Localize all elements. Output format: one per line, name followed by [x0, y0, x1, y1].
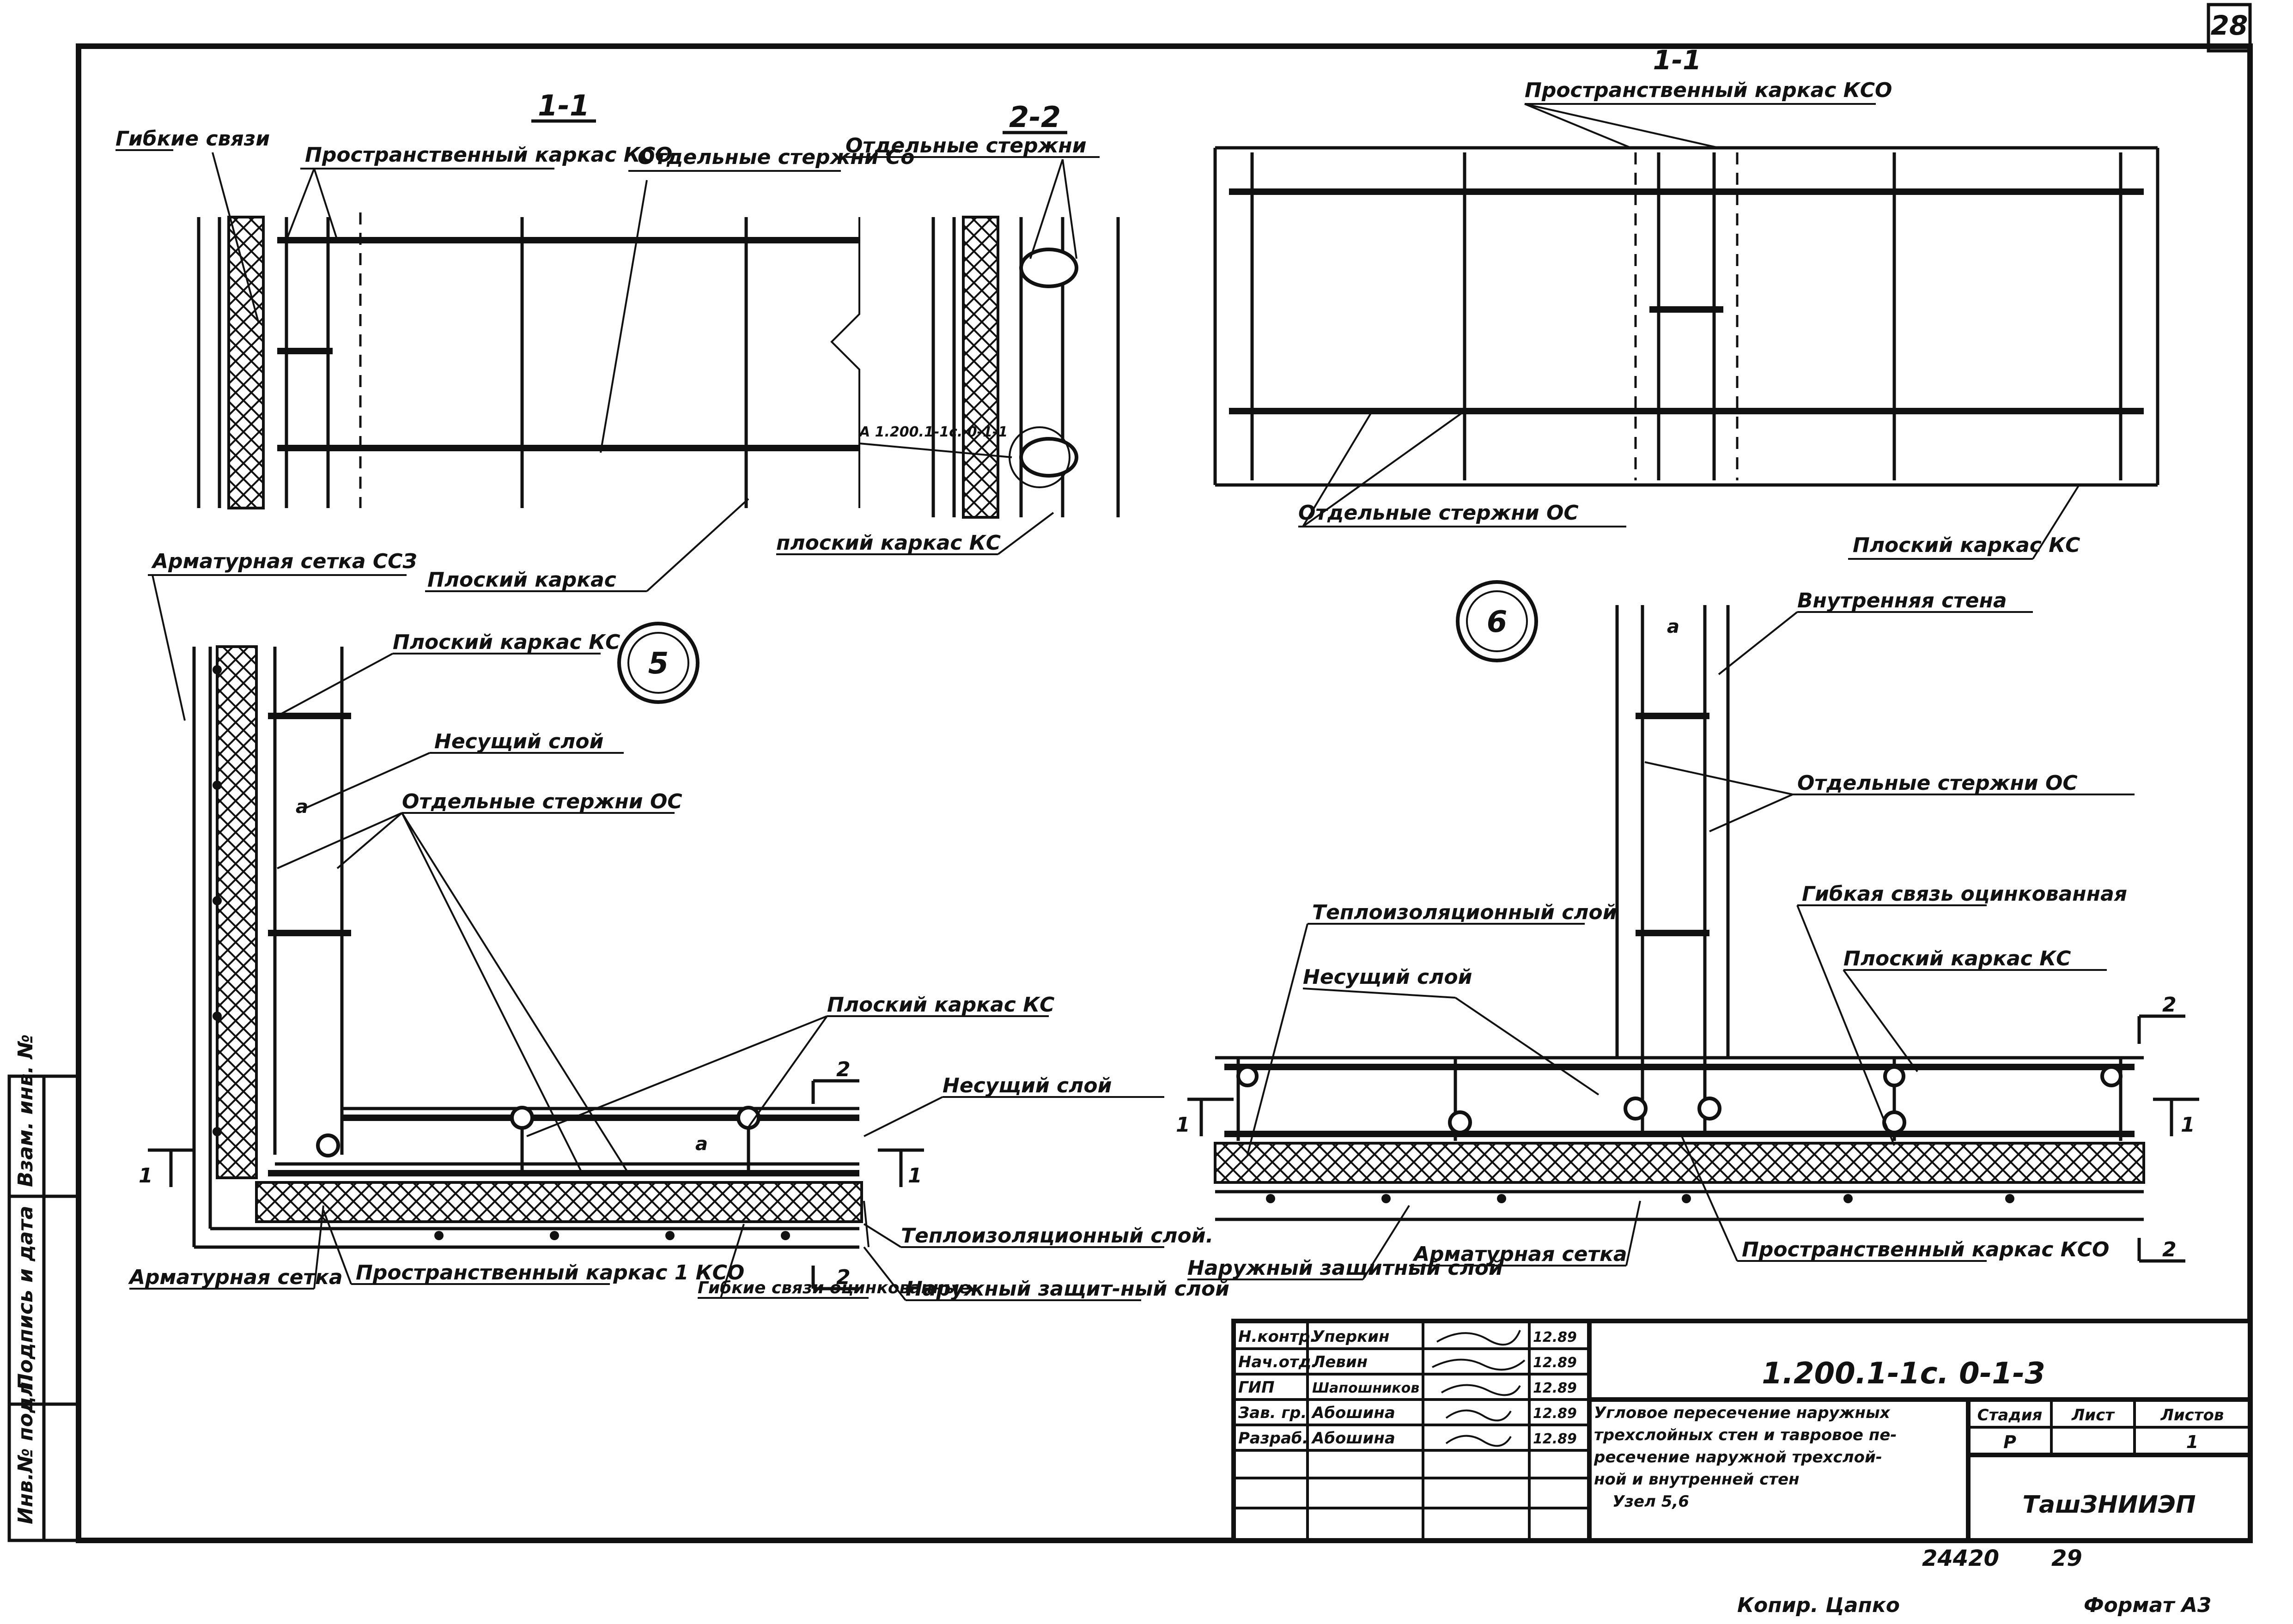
signature-2: [1441, 1384, 1521, 1396]
node5-cut1-right: 1: [908, 1164, 922, 1188]
node5-mesh: Арматурная сетка: [128, 1266, 343, 1289]
sec22-separate-bars-label: Отдельные стержни: [845, 134, 1087, 158]
node5-flex: Гибкие связи оцинкованные: [698, 1279, 970, 1297]
date-1: 12.89: [1533, 1355, 1577, 1371]
node6-cut2-bottom: 2: [2162, 1238, 2177, 1261]
flex-ties-label: Гибкие связи: [116, 127, 270, 151]
designation: 1.200.1-1с. 0-1-3: [1762, 1357, 2045, 1391]
node6-number: 6: [1487, 605, 1508, 639]
node6-space-frame: Пространственный каркас КСО: [1742, 1238, 2109, 1261]
name-4: Абошина: [1311, 1429, 1395, 1448]
sec11r-flat-frame-label: Плоский каркас КС: [1853, 533, 2080, 557]
sheets-header: Листов: [2160, 1406, 2224, 1424]
signature-1: [1432, 1358, 1526, 1371]
signature-0: [1436, 1330, 1521, 1346]
role-4: Разраб.: [1238, 1429, 1308, 1448]
node5-number: 5: [648, 647, 669, 681]
date-4: 12.89: [1533, 1431, 1577, 1447]
sheet-number: 28: [2211, 10, 2248, 41]
node5-flat-frame-kc: Плоский каркас КС: [393, 630, 620, 654]
signature-3: [1445, 1409, 1512, 1422]
name-2: Шапошников: [1312, 1380, 1419, 1396]
sec11-right-title: 1-1: [1653, 44, 1702, 76]
node6-flat-frame: Плоский каркас КС: [1843, 947, 2071, 970]
title-line-4: Узел 5,6: [1612, 1492, 1689, 1511]
date-3: 12.89: [1533, 1406, 1577, 1422]
footer-copied: Копир. Цапко: [1737, 1594, 1900, 1617]
node6-dim-a: а: [1667, 616, 1679, 637]
sheet-border: [76, 43, 2253, 1543]
role-2: ГИП: [1238, 1378, 1275, 1397]
name-0: Уперкин: [1312, 1327, 1390, 1346]
side-stamp: Инв.№ подл. Подпись и дата Взам. инв. №: [7, 1034, 80, 1542]
title-block: Н.контр. Уперкин 12.89 Нач.отд. Левин 12…: [1231, 1319, 2252, 1543]
space-frame-kso-label: Пространственный каркас КСО: [305, 143, 672, 167]
stamp-sign: Подпись и дата: [14, 1206, 37, 1390]
flat-frame-label: Плоский каркас: [427, 568, 616, 592]
section-1-1-left: 1-1 Гибкие связи Пространственный каркас…: [116, 89, 914, 721]
node5-separate-bars: Отдельные стержни ОС: [402, 790, 682, 813]
node5-space-frame: Пространственный каркас 1 КСО: [356, 1261, 744, 1285]
sec11r-separate-bars-label: Отдельные стержни ОС: [1298, 501, 1579, 525]
role-0: Н.контр.: [1238, 1327, 1316, 1346]
stamp-inv: Инв.№ подл.: [14, 1374, 37, 1524]
node6-cut2-top: 2: [2162, 993, 2177, 1017]
node5-outer: Наружный защит-ный слой: [906, 1277, 1229, 1301]
node5-cut1-left: 1: [139, 1164, 153, 1188]
date-2: 12.89: [1533, 1380, 1577, 1396]
sheet-number-box: [2207, 3, 2252, 53]
stamp-replace: Взам. инв. №: [14, 1034, 37, 1187]
sec22-flat-frame-label: плоский каркас КС: [776, 531, 1001, 555]
node6-outer: Наружный защитный слой: [1187, 1256, 1503, 1280]
role-1: Нач.отд.: [1238, 1353, 1317, 1371]
callout-a-label: А 1.200.1-1с. 0-1-1: [858, 424, 1008, 440]
node5-bearing: Несущий слой: [434, 730, 603, 753]
node5-dim-a: а: [695, 1133, 708, 1155]
title-line-1: трехслойных стен и тавровое пе-: [1594, 1426, 1897, 1444]
organization: ТашЗНИИЭП: [2023, 1491, 2196, 1519]
node6-flex: Гибкая связь оцинкованная: [1802, 882, 2127, 906]
footer-inv: 24420: [1922, 1545, 1999, 1571]
sheet-header: Лист: [2071, 1406, 2115, 1424]
name-3: Абошина: [1311, 1404, 1395, 1422]
title-line-0: Угловое пересечение наружных: [1594, 1404, 1891, 1422]
sheets-value: 1: [2186, 1432, 2198, 1452]
section-1-1-right: 1-1 Пространственный каркас КСО Отдельны…: [1213, 44, 2159, 560]
date-0: 12.89: [1533, 1329, 1577, 1345]
node6-separate-bars: Отдельные стержни ОС: [1797, 771, 2078, 795]
node6-inner-wall: Внутренняя стена: [1797, 589, 2007, 612]
node-5: 5 2 2: [128, 622, 1229, 1301]
name-1: Левин: [1312, 1353, 1368, 1371]
node5-cut2-bottom: 2: [836, 1266, 851, 1289]
title-line-3: ной и внутренней стен: [1594, 1470, 1800, 1489]
node-6: 6 а 2 2: [1176, 580, 2199, 1280]
sec11-left-title: 1-1: [538, 89, 590, 122]
node6-mesh: Арматурная сетка: [1412, 1242, 1627, 1266]
title-line-2: ресечение наружной трехслой-: [1594, 1448, 1882, 1466]
node6-cut1-right: 1: [2181, 1113, 2195, 1137]
mesh-ssz-label: Арматурная сетка ССЗ: [151, 550, 417, 573]
footer-page: 29: [2051, 1545, 2082, 1571]
node6-insulation: Теплоизоляционный слой: [1312, 901, 1617, 924]
node6-bearing: Несущий слой: [1303, 965, 1472, 989]
stage-value: Р: [2003, 1432, 2016, 1452]
node5-cut2-top: 2: [836, 1058, 851, 1081]
node5-flat-frame-kc2: Плоский каркас КС: [827, 993, 1054, 1017]
sec11r-space-frame-label: Пространственный каркас КСО: [1525, 79, 1892, 102]
stage-header: Стадия: [1977, 1406, 2043, 1424]
sec22-title: 2-2: [1009, 100, 1061, 134]
node6-cut1-left: 1: [1176, 1113, 1190, 1137]
footer-format: Формат А3: [2084, 1594, 2212, 1617]
node5-insulation: Теплоизоляционный слой.: [901, 1224, 1213, 1248]
signature-4: [1445, 1435, 1512, 1447]
role-3: Зав. гр.: [1238, 1404, 1307, 1422]
node5-bearing2: Несущий слой: [943, 1074, 1112, 1097]
section-2-2: 2-2 Отдельные стержни А 1.200.1-1с. 0-1-…: [776, 100, 1120, 555]
